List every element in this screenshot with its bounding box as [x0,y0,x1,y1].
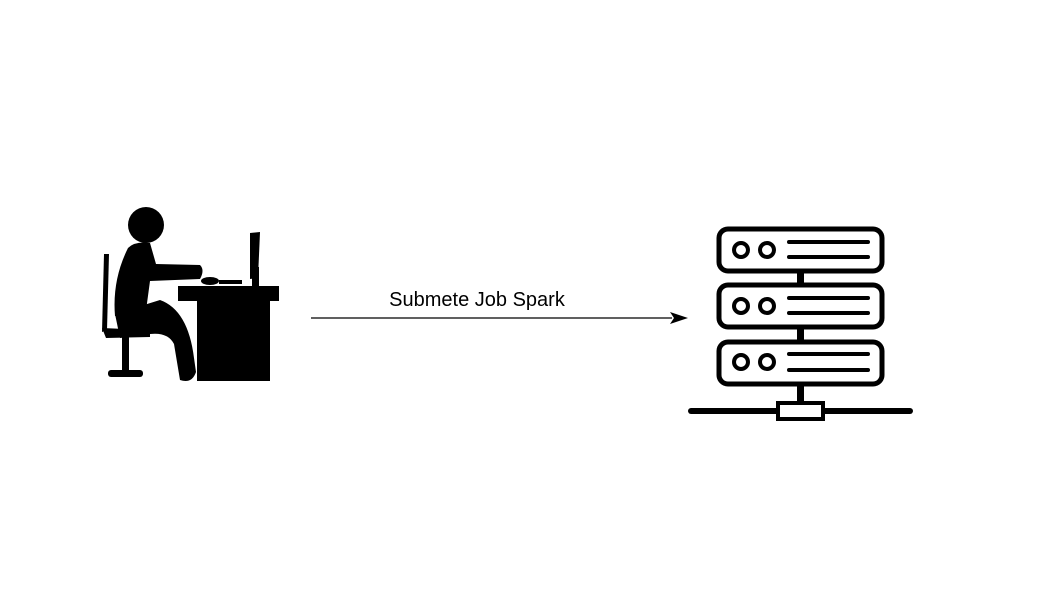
server-rack-icon [688,226,913,421]
person-at-computer-icon [102,207,279,381]
edge-label: Submete Job Spark [389,289,565,311]
arrow-head-icon [670,312,688,324]
arrow-connector [311,312,688,324]
